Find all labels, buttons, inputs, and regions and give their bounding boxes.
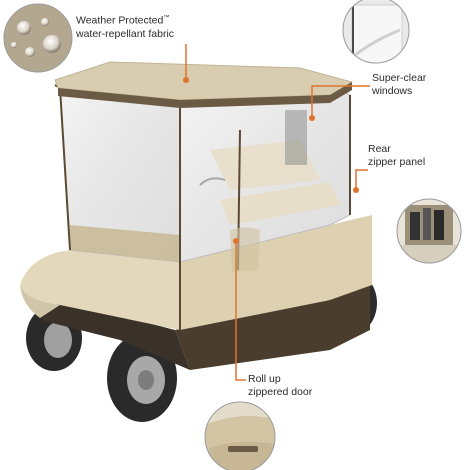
windows-callout-label: Super-clear windows xyxy=(372,72,426,98)
callout-dots xyxy=(183,77,359,244)
door-callout-label: Roll up zippered door xyxy=(248,373,312,399)
windows-label-line2: windows xyxy=(372,85,413,97)
rear-callout-label: Rear zipper panel xyxy=(368,143,425,169)
door-label-line2: zippered door xyxy=(248,386,313,398)
door-detail-circle xyxy=(204,401,276,470)
rear-label-line2: zipper panel xyxy=(368,156,426,168)
trademark-symbol: ™ xyxy=(163,15,170,21)
rear-label-line1: Rear xyxy=(368,143,391,155)
fabric-detail-circle xyxy=(3,3,73,73)
rear-panel-detail-circle xyxy=(396,198,462,264)
golf-cart-cover xyxy=(20,61,377,422)
windows-label-line1: Super-clear xyxy=(372,72,427,84)
door-label-line1: Roll up xyxy=(248,373,281,385)
callout-leaders xyxy=(185,44,370,381)
fabric-label-line1: Weather Protected xyxy=(76,14,164,27)
fabric-label-line2: water-repellant fabric xyxy=(76,27,175,40)
windows-detail-circle xyxy=(342,0,410,64)
fabric-callout-label: Weather Protected™ water-repellant fabri… xyxy=(76,12,174,41)
